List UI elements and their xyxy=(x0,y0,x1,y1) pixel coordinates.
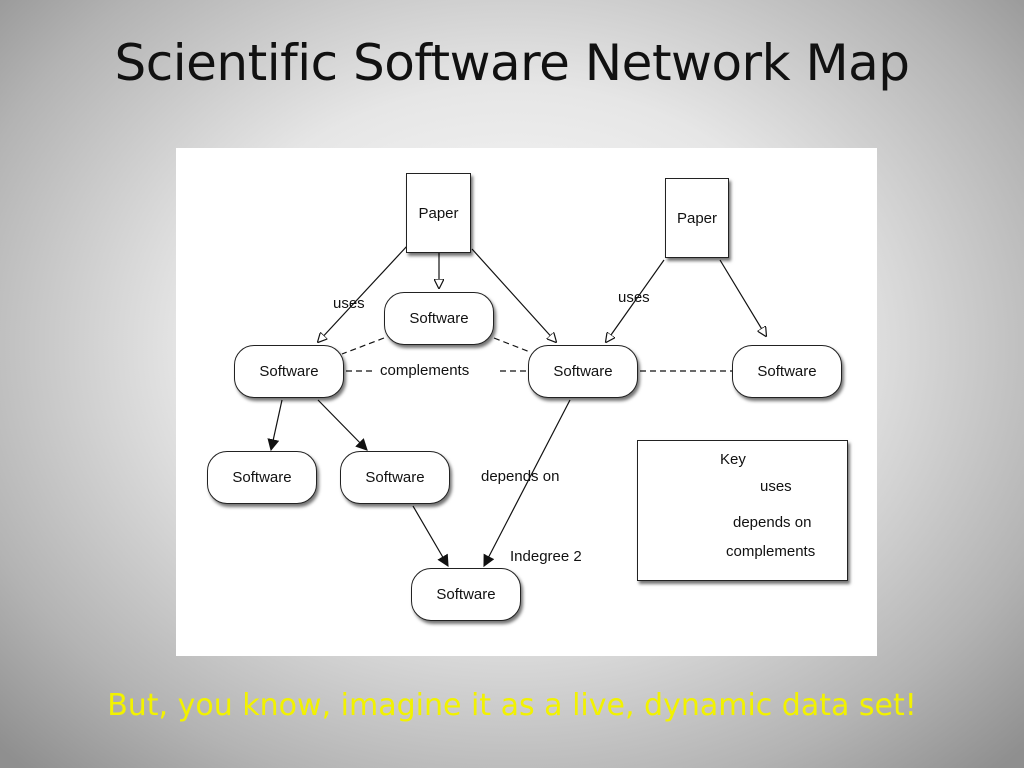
paper-node-left-label: Paper xyxy=(418,205,459,222)
edge-complements-top-to-center xyxy=(493,337,531,353)
key-label-uses: uses xyxy=(760,478,792,495)
software-node-right-label: Software xyxy=(757,363,817,380)
slide-caption: But, you know, imagine it as a live, dyn… xyxy=(107,688,917,723)
edge-uses-paper-to-software-center xyxy=(471,248,556,342)
edge-uses-paper-right-to-software-center xyxy=(606,259,665,342)
paper-node-right-label: Paper xyxy=(676,210,718,227)
software-node-left: Software xyxy=(234,345,344,398)
software-node-sink-label: Software xyxy=(436,586,496,603)
key-label-depends-on: depends on xyxy=(733,514,812,531)
software-node-bottom-b-label: Software xyxy=(365,469,425,486)
edge-depends-center-to-sink xyxy=(483,399,571,568)
edge-label-depends-on: depends on xyxy=(481,468,560,485)
key-title: Key xyxy=(720,451,746,468)
software-node-right: Software xyxy=(732,345,842,398)
edge-label-complements: complements xyxy=(380,362,470,379)
edge-depends-bottom-b-to-sink xyxy=(412,505,449,568)
software-node-bottom-b: Software xyxy=(340,451,450,504)
edge-uses-paper-to-software-left xyxy=(318,244,409,342)
key-legend: Key uses depends on complements xyxy=(637,440,848,581)
edge-depends-software-left-to-bottom-a xyxy=(267,399,283,452)
software-node-bottom-a: Software xyxy=(207,451,317,504)
software-node-left-label: Software xyxy=(259,363,319,380)
edge-label-indegree: Indegree 2 xyxy=(510,548,582,565)
software-node-bottom-a-label: Software xyxy=(232,469,292,486)
software-node-center: Software xyxy=(528,345,638,398)
software-node-sink: Software xyxy=(411,568,521,621)
paper-node-right: Paper xyxy=(665,178,729,258)
diagram-panel: Paper Paper Software Software Software S… xyxy=(176,148,877,656)
software-node-top-label: Software xyxy=(409,310,469,327)
key-label-complements: complements xyxy=(726,543,816,560)
edge-complements-top-to-left xyxy=(341,337,385,355)
edge-depends-software-left-to-bottom-b xyxy=(317,399,368,451)
paper-node-left: Paper xyxy=(406,173,471,253)
software-node-center-label: Software xyxy=(553,363,613,380)
edge-uses-paper-right-to-software-right xyxy=(719,259,766,336)
slide-title: Scientific Software Network Map xyxy=(114,34,910,92)
software-node-top: Software xyxy=(384,292,494,345)
edge-label-uses-right: uses xyxy=(618,289,650,306)
edge-label-uses-left: uses xyxy=(333,295,365,312)
